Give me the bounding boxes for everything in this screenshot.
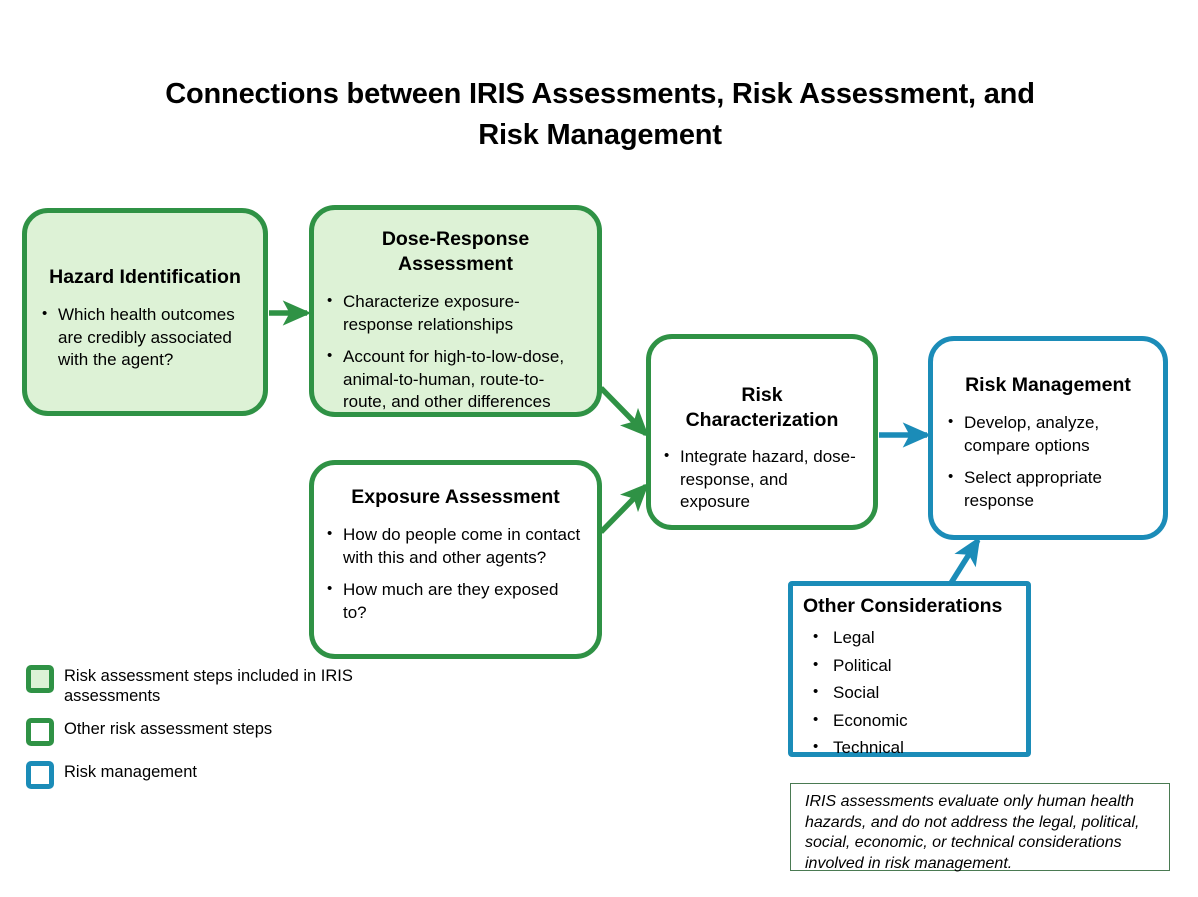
node-other-considerations-title: Other Considerations	[803, 595, 1003, 617]
node-dose-response-assessment-title: Dose-Response Assessment	[381, 228, 530, 275]
list-item: Which health outcomes are credibly assoc…	[41, 303, 249, 372]
list-item: How do people come in contact with this …	[326, 523, 585, 569]
list-item: Develop, analyze, compare options	[947, 411, 1149, 457]
node-dose-response-assessment[interactable]: Dose-Response Assessment Characterize ex…	[309, 205, 602, 417]
connector-dose-to-risk-characterization	[599, 386, 649, 438]
list-item: Select appropriate response	[947, 466, 1149, 512]
node-exposure-assessment-bullets: How do people come in contact with this …	[326, 523, 585, 624]
legend: Risk assessment steps included in IRIS a…	[26, 664, 356, 801]
node-risk-management-bullets: Develop, analyze, compare options Select…	[947, 411, 1149, 512]
legend-item-label: Risk management	[64, 763, 197, 781]
node-risk-management-title: Risk Management	[965, 374, 1131, 396]
connector-exposure-to-risk-characterization	[599, 482, 649, 534]
list-item: Legal	[803, 626, 1016, 650]
list-item: Political	[803, 654, 1016, 678]
node-hazard-identification-title: Hazard Identification	[49, 266, 241, 288]
node-risk-characterization-title: Risk Characterization	[685, 384, 839, 431]
legend-swatch-green-filled-icon	[26, 665, 54, 693]
node-hazard-identification-bullets: Which health outcomes are credibly assoc…	[41, 303, 249, 372]
node-hazard-identification[interactable]: Hazard Identification Which health outco…	[22, 208, 268, 416]
footnote-box: IRIS assessments evaluate only human hea…	[790, 783, 1170, 872]
legend-swatch-blue-outline-icon	[26, 761, 54, 789]
node-dose-response-assessment-bullets: Characterize exposure-response relations…	[326, 290, 585, 414]
list-item: Characterize exposure-response relations…	[326, 290, 585, 336]
legend-item-label: Risk assessment steps included in IRIS a…	[64, 667, 353, 705]
legend-item-other-steps: Other risk assessment steps	[26, 717, 356, 746]
legend-item-risk-management: Risk management	[26, 760, 356, 789]
list-item: Technical	[803, 736, 1016, 760]
legend-item-iris-steps: Risk assessment steps included in IRIS a…	[26, 664, 356, 706]
node-risk-management[interactable]: Risk Management Develop, analyze, compar…	[928, 336, 1168, 540]
list-item: Economic	[803, 709, 1016, 733]
node-risk-characterization[interactable]: Risk Characterization Integrate hazard, …	[646, 334, 878, 530]
node-other-considerations-bullets: Legal Political Social Economic Technica…	[803, 626, 1016, 760]
list-item: Integrate hazard, dose-response, and exp…	[663, 445, 861, 514]
node-exposure-assessment[interactable]: Exposure Assessment How do people come i…	[309, 460, 602, 659]
legend-swatch-green-outline-icon	[26, 718, 54, 746]
node-other-considerations[interactable]: Other Considerations Legal Political Soc…	[788, 581, 1031, 760]
footnote-text: IRIS assessments evaluate only human hea…	[805, 793, 1140, 872]
list-item: How much are they exposed to?	[326, 578, 585, 624]
list-item: Social	[803, 681, 1016, 705]
legend-item-label: Other risk assessment steps	[64, 720, 273, 738]
connector-other-considerations-to-risk-management	[948, 536, 981, 585]
list-item: Account for high-to-low-dose, animal-to-…	[326, 345, 585, 414]
node-risk-characterization-bullets: Integrate hazard, dose-response, and exp…	[663, 445, 861, 514]
page-title: Connections between IRIS Assessments, Ri…	[165, 78, 1035, 151]
node-exposure-assessment-title: Exposure Assessment	[351, 486, 560, 508]
